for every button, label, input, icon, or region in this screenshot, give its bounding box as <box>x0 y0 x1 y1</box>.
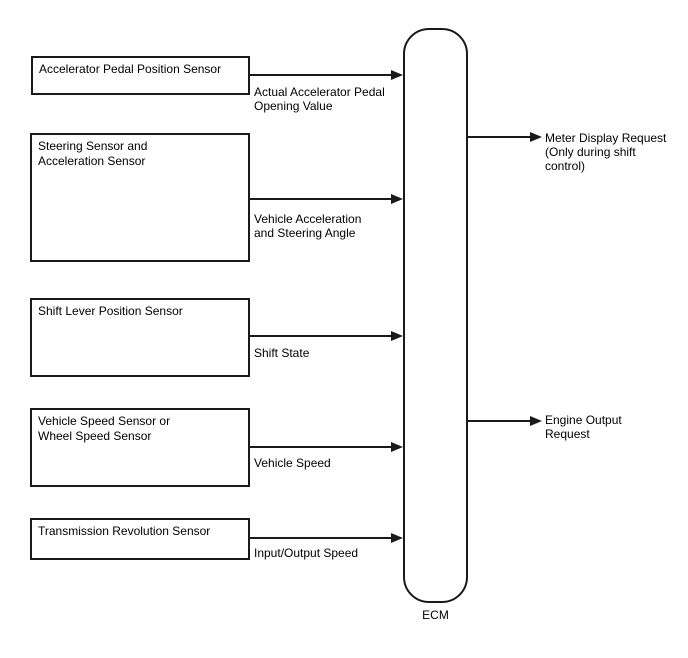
ecm-node <box>403 28 468 603</box>
sensor-box-vehicle-or-wheel-speed: Vehicle Speed Sensor or Wheel Speed Sens… <box>30 408 250 487</box>
signal-label-input-output-speed: Input/Output Speed <box>254 546 359 560</box>
right-arrowhead-icon <box>530 132 542 142</box>
input-arrow-line-1 <box>249 74 393 76</box>
sensor-box-shift-lever-position: Shift Lever Position Sensor <box>30 298 250 377</box>
sensor-box-steering-and-acceleration: Steering Sensor and Acceleration Sensor <box>30 133 250 262</box>
signal-label-vehicle-speed: Vehicle Speed <box>254 456 331 470</box>
ecm-node-label: ECM <box>422 608 449 622</box>
right-arrowhead-icon <box>530 416 542 426</box>
signal-label-shift-state: Shift State <box>254 346 310 360</box>
right-arrowhead-icon <box>391 331 403 341</box>
signal-label-vehicle-acceleration-and-steering-angle: Vehicle Acceleration and Steering Angle <box>254 212 362 240</box>
input-arrow-line-4 <box>249 446 393 448</box>
sensor-box-accelerator-pedal-position: Accelerator Pedal Position Sensor <box>31 56 250 95</box>
output-arrow-line-2 <box>466 420 530 422</box>
input-arrow-line-2 <box>249 198 393 200</box>
right-arrowhead-icon <box>391 533 403 543</box>
signal-label-meter-display-request: Meter Display Request (Only during shift… <box>545 131 667 173</box>
signal-label-actual-accelerator-pedal-opening-value: Actual Accelerator Pedal Opening Value <box>254 85 385 113</box>
input-arrow-line-5 <box>249 537 393 539</box>
signal-label-engine-output-request: Engine Output Request <box>545 413 622 441</box>
right-arrowhead-icon <box>391 194 403 204</box>
right-arrowhead-icon <box>391 70 403 80</box>
input-arrow-line-3 <box>249 335 393 337</box>
sensor-box-transmission-revolution: Transmission Revolution Sensor <box>30 518 250 560</box>
right-arrowhead-icon <box>391 442 403 452</box>
output-arrow-line-1 <box>466 136 530 138</box>
